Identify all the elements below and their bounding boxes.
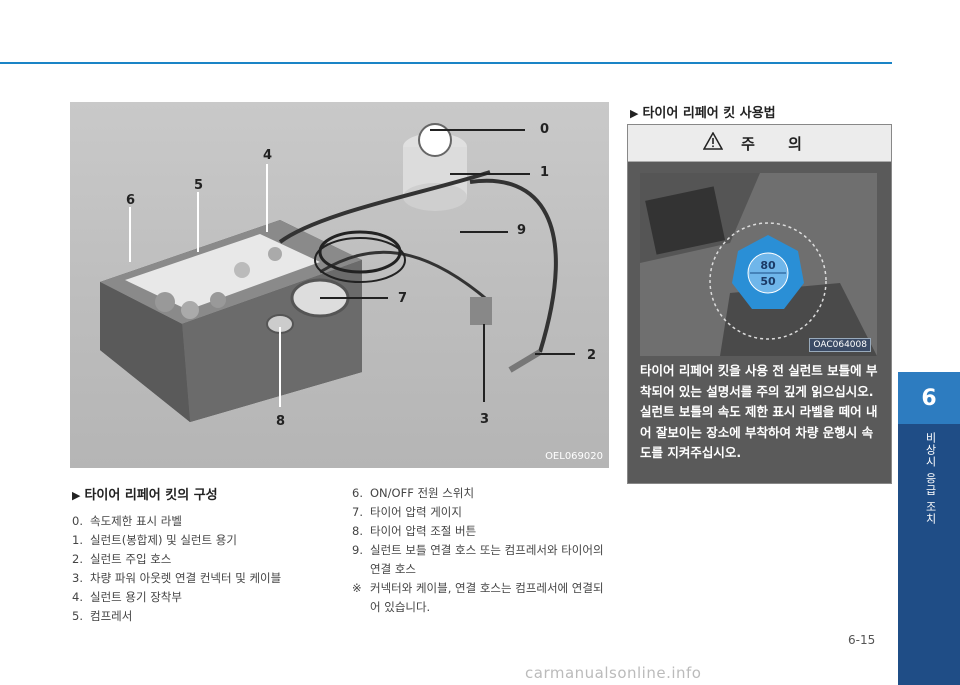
list-item: 3.차량 파워 아웃렛 연결 컨넥터 및 케이블 bbox=[72, 571, 282, 585]
warning-triangle-icon bbox=[702, 131, 724, 154]
speed-label-top: 80 bbox=[760, 259, 776, 272]
callout-4: 4 bbox=[263, 148, 273, 163]
list-item: 6.ON/OFF 전원 스위치 bbox=[352, 486, 475, 500]
list-item: 9.실런트 보틀 연결 호스 또는 컴프레서와 타이어의 연결 호스 bbox=[352, 543, 604, 576]
callout-7: 7 bbox=[398, 291, 408, 306]
list-item: 1.실런트(봉합제) 및 실런트 용기 bbox=[72, 533, 237, 547]
caution-header: 주 의 bbox=[628, 125, 891, 162]
list-item: 7.타이어 압력 게이지 bbox=[352, 505, 462, 519]
list-item: 0.속도제한 표시 라벨 bbox=[72, 514, 182, 528]
triangle-bullet-icon: ▶ bbox=[630, 107, 639, 120]
components-list: 0.속도제한 표시 라벨 1.실런트(봉합제) 및 실런트 용기 2.실런트 주… bbox=[72, 512, 332, 626]
photo-code: OAC064008 bbox=[809, 338, 871, 352]
dashboard-illustration: 80 50 bbox=[640, 173, 877, 356]
callout-6: 6 bbox=[126, 193, 136, 208]
list-item: ※커넥터와 케이블, 연결 호스는 컴프레서에 연결되어 있습니다. bbox=[352, 581, 604, 614]
caution-heading: 주 의 bbox=[741, 134, 816, 153]
components-list-2: 6.ON/OFF 전원 스위치 7.타이어 압력 게이지 8.타이어 압력 조절… bbox=[352, 484, 610, 617]
chapter-tab bbox=[898, 372, 960, 685]
callout-3: 3 bbox=[480, 412, 490, 427]
callout-2: 2 bbox=[587, 348, 597, 363]
list-item: 5.컴프레서 bbox=[72, 609, 133, 623]
header-rule bbox=[0, 62, 892, 64]
figure-code: OEL069020 bbox=[545, 451, 603, 462]
components-title: ▶타이어 리페어 킷의 구성 bbox=[72, 488, 218, 503]
speed-label-bottom: 50 bbox=[760, 275, 776, 288]
usage-title: ▶타이어 리페어 킷 사용법 bbox=[630, 106, 776, 121]
callout-0: 0 bbox=[540, 122, 550, 137]
page-number: 6-15 bbox=[848, 633, 876, 647]
chapter-label: 비상시 응급 조치 bbox=[924, 432, 937, 525]
chapter-number: 6 bbox=[898, 372, 960, 424]
repair-kit-figure: 0 1 2 3 4 5 6 7 8 9 OEL069020 bbox=[70, 102, 609, 468]
triangle-bullet-icon: ▶ bbox=[72, 489, 81, 502]
list-item: 8.타이어 압력 조절 버튼 bbox=[352, 524, 477, 538]
watermark: carmanualsonline.info bbox=[525, 664, 702, 682]
callout-8: 8 bbox=[276, 414, 286, 429]
list-item: 4.실런트 용기 장착부 bbox=[72, 590, 182, 604]
caution-text: 타이어 리페어 킷을 사용 전 실런트 보틀에 부착되어 있는 설명서를 주의 … bbox=[640, 363, 878, 460]
callout-1: 1 bbox=[540, 165, 550, 180]
callout-9: 9 bbox=[517, 223, 527, 238]
caution-box: 주 의 80 50 OAC064008 타이어 리페어 킷을 사용 전 실런트 … bbox=[627, 124, 892, 484]
list-item: 2.실런트 주입 호스 bbox=[72, 552, 172, 566]
repair-kit-illustration bbox=[100, 123, 575, 422]
callout-5: 5 bbox=[194, 178, 204, 193]
dashboard-photo: 80 50 OAC064008 bbox=[640, 173, 877, 356]
